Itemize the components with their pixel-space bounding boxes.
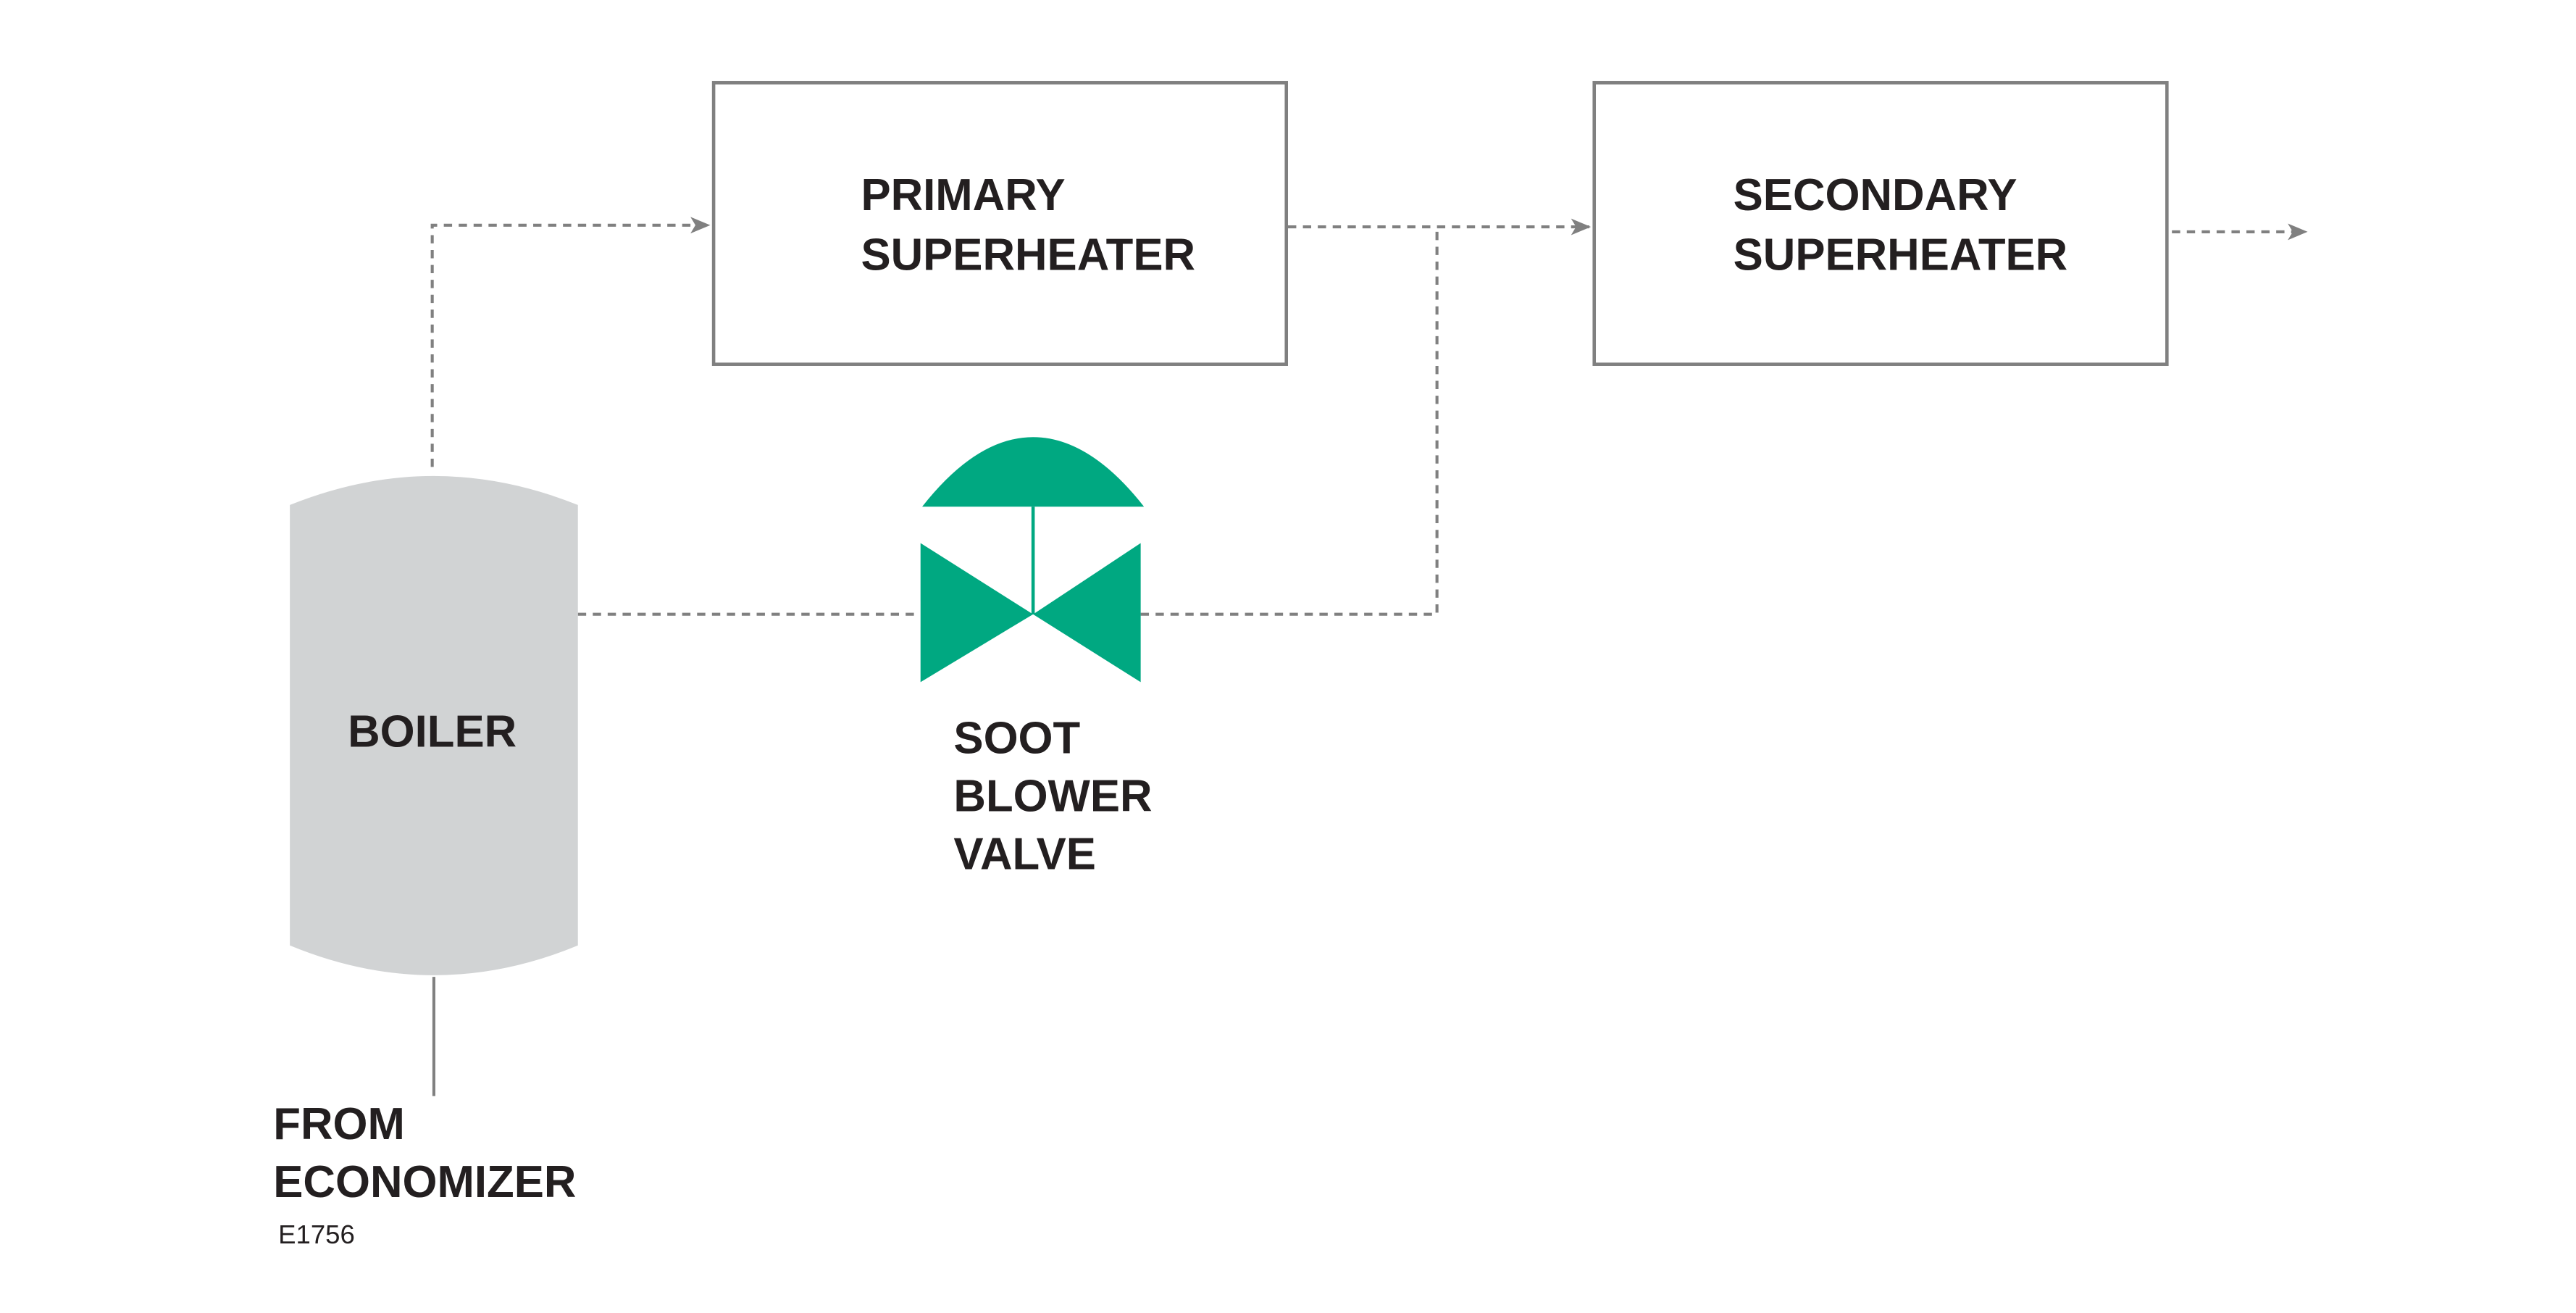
boiler-label: BOILER: [348, 707, 517, 757]
secondary-superheater-label-1: SECONDARY: [1734, 170, 2017, 220]
valve-label-3: VALVE: [953, 830, 1096, 880]
source-label-1: FROM: [273, 1099, 405, 1149]
secondary-superheater-box: [1592, 80, 2169, 366]
flow-valve-to-secondary: [1140, 227, 1439, 616]
source-label-2: ECONOMIZER: [273, 1157, 576, 1207]
primary-superheater-box: [711, 80, 1288, 366]
valve-label-1: SOOT: [953, 714, 1080, 764]
secondary-superheater-label-2: SUPERHEATER: [1734, 230, 2068, 280]
flow-boiler-to-primary: [430, 217, 711, 467]
figure-id: E1756: [278, 1220, 355, 1249]
valve-label-2: BLOWER: [953, 772, 1152, 822]
primary-superheater-label-1: PRIMARY: [861, 170, 1065, 220]
boiler-vessel: [290, 475, 578, 975]
primary-superheater-label-2: SUPERHEATER: [861, 230, 1195, 280]
soot-blower-valve-icon: [920, 437, 1145, 683]
